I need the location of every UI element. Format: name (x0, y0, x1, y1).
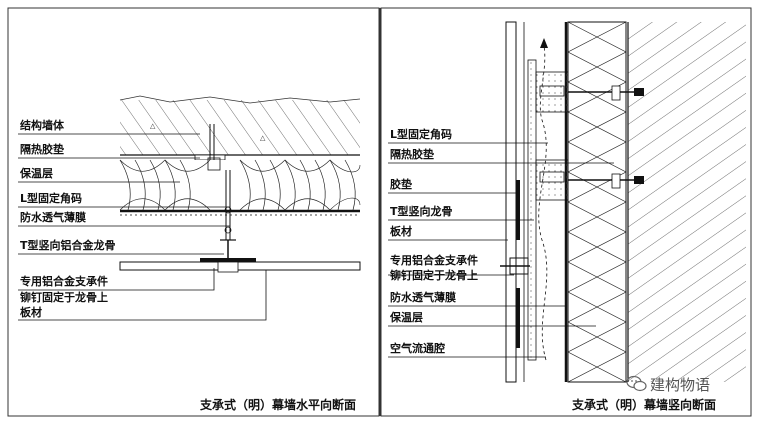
label-structure-wall: 结构墙体 (20, 119, 64, 132)
v-leader-lines (388, 142, 614, 358)
v-t-keel (523, 22, 537, 382)
svg-text:△: △ (150, 122, 156, 130)
caption-horizontal-section: 支承式（明）幕墙水平向断面 (200, 398, 357, 412)
right-panel-frame (380, 7, 752, 417)
v-label-membrane: 防水透气薄膜 (390, 291, 456, 304)
svg-text:△: △ (260, 134, 266, 142)
wechat-icon (626, 375, 647, 392)
v-label-support-part-2: 铆钉固定于龙骨上 (390, 269, 478, 282)
v-label-rubber-pad: 胶垫 (390, 178, 412, 191)
v-label-panel: 板材 (390, 225, 412, 238)
h-structure-wall: △ △ (119, 95, 361, 156)
v-air-cavity (538, 38, 548, 361)
v-label-insulation-layer: 保温层 (390, 311, 423, 324)
left-panel-frame (7, 7, 381, 417)
label-l-bracket: L型固定角码 (20, 192, 83, 205)
h-t-keel (220, 239, 236, 258)
label-t-keel: T型竖向铝合金龙骨 (20, 239, 116, 252)
v-label-t-keel: T型竖向龙骨 (390, 205, 453, 218)
h-insulation-layer (119, 159, 361, 211)
label-support-part-2: 铆钉固定于龙骨上 (20, 291, 108, 304)
v-structure-wall (627, 22, 746, 382)
h-panels (119, 258, 361, 273)
caption-vertical-section: 支承式（明）幕墙竖向断面 (572, 398, 717, 412)
label-panel: 板材 (20, 306, 42, 319)
v-insulation-layer (567, 21, 627, 383)
v-label-air-cavity: 空气流通腔 (390, 342, 445, 355)
h-membrane (120, 209, 360, 216)
label-membrane: 防水透气薄膜 (20, 211, 86, 224)
label-insulation-pad: 隔热胶垫 (20, 143, 64, 156)
label-insulation-layer: 保温层 (20, 167, 53, 180)
v-label-l-bracket: L型固定角码 (390, 128, 453, 141)
watermark-text: 建构物语 (650, 376, 711, 394)
v-panel (500, 21, 530, 383)
v-label-insulation-pad: 隔热胶垫 (390, 148, 434, 161)
h-l-bracket (207, 124, 232, 240)
label-support-part-1: 专用铝合金支承件 (20, 275, 108, 288)
v-label-support-part-1: 专用铝合金支承件 (390, 254, 478, 267)
h-leader-lines (18, 133, 267, 321)
